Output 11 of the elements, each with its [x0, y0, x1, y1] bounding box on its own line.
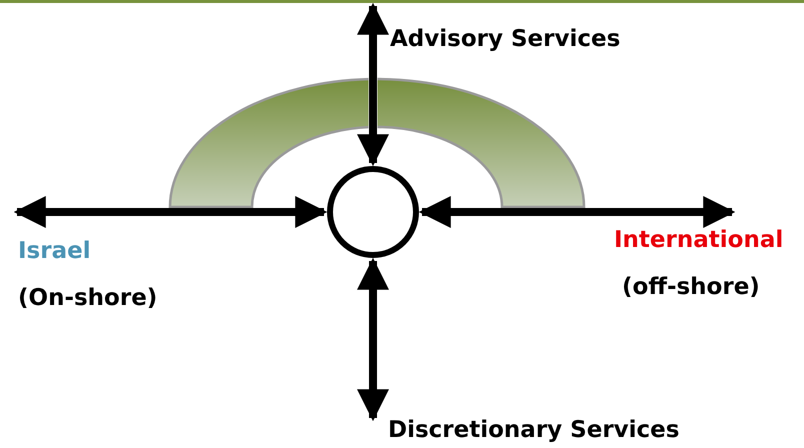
node-note: (On-shore) — [18, 286, 158, 312]
node-note: (off-shore) — [622, 275, 760, 301]
double-arrow — [357, 258, 389, 422]
node-label: Discretionary Services — [388, 418, 680, 444]
node-label: International — [614, 228, 784, 254]
double-arrow — [418, 196, 736, 228]
hub-circle — [327, 166, 419, 258]
node-label: Advisory Services — [390, 27, 620, 52]
double-arrow — [357, 2, 389, 166]
node-label: Israel — [18, 239, 91, 264]
double-arrow — [14, 196, 328, 228]
